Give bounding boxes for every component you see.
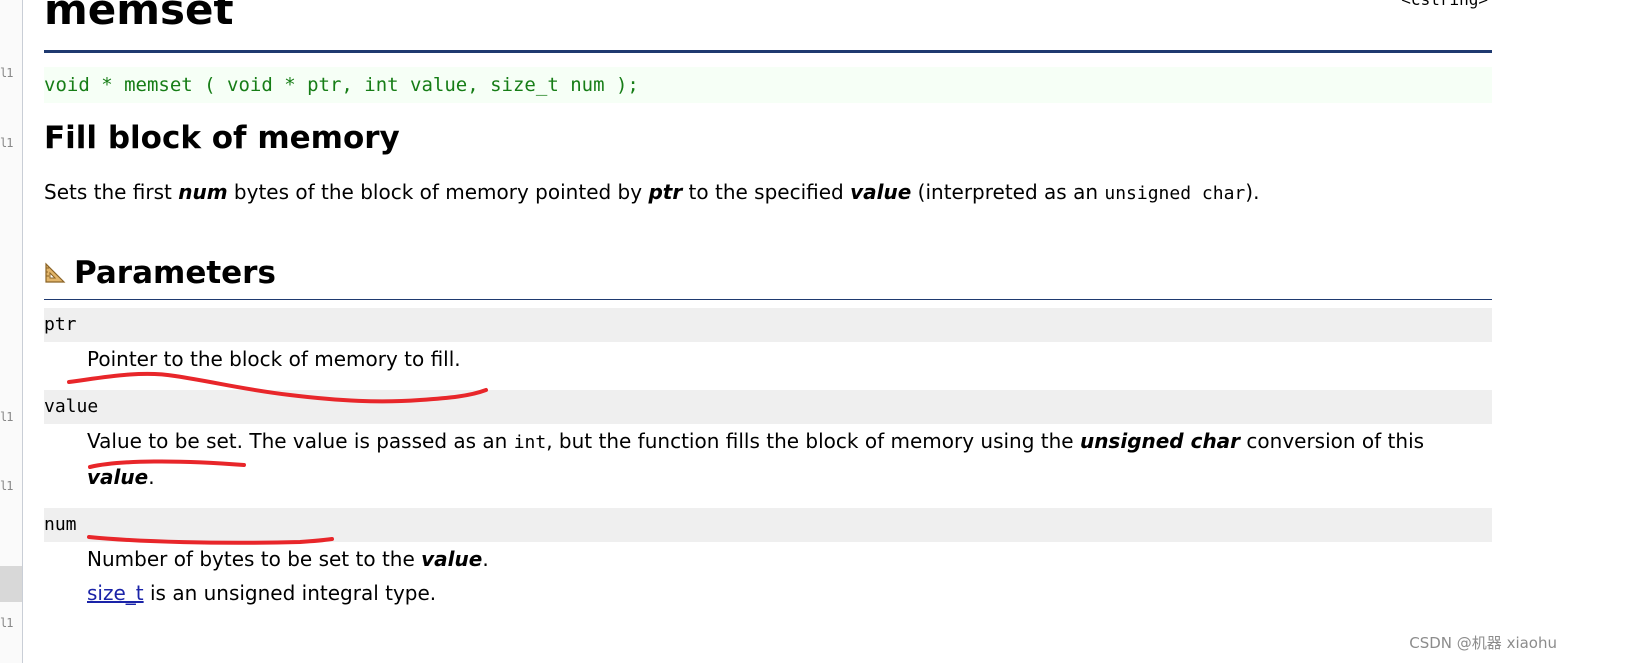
param-desc-code: int [513, 432, 547, 453]
param-desc-text: Number of bytes to be set to the [87, 547, 422, 571]
param-desc-text: conversion of this [1240, 429, 1425, 453]
header-library: <cstring> [1401, 0, 1488, 9]
parameters-heading: Parameters [74, 255, 276, 291]
param-desc-bold: value [421, 547, 483, 571]
desc-code: unsigned char [1104, 183, 1246, 204]
param-desc-num: Number of bytes to be set to the value. … [44, 542, 1492, 610]
param-desc-text: Value to be set. The value is passed as … [87, 429, 514, 453]
param-name-ptr: ptr [44, 308, 1492, 342]
size-t-link[interactable]: size_t [87, 581, 144, 605]
param-desc-text: , but the function fills the block of me… [546, 429, 1080, 453]
desc-text: (interpreted as an [911, 180, 1105, 204]
function-prototype: void * memset ( void * ptr, int value, s… [44, 67, 1492, 103]
function-description: Sets the first num bytes of the block of… [44, 179, 1492, 207]
desc-text: ). [1245, 180, 1260, 204]
param-desc-text: is an unsigned integral type. [143, 581, 437, 605]
param-name-value: value [44, 390, 1492, 424]
editor-gutter: l1 l1 l1 l1 l1 [0, 0, 23, 663]
desc-param-num: num [178, 180, 228, 204]
desc-param-value: value [850, 180, 912, 204]
desc-text: bytes of the block of memory pointed by [227, 180, 649, 204]
reference-article: memset <cstring> void * memset ( void * … [44, 0, 1492, 610]
param-desc-bold: value [87, 465, 149, 489]
desc-text: Sets the first [44, 180, 179, 204]
gutter-selection [0, 566, 22, 602]
param-desc-ptr: Pointer to the block of memory to fill. [44, 342, 1492, 376]
function-summary: Fill block of memory [44, 120, 400, 156]
parameters-section-header: Parameters [44, 253, 1492, 300]
param-desc-value: Value to be set. The value is passed as … [44, 424, 1492, 494]
desc-text: to the specified [682, 180, 851, 204]
param-name-num: num [44, 508, 1492, 542]
gutter-mark: l1 [0, 136, 13, 150]
page-header: memset <cstring> [44, 0, 1492, 53]
desc-param-ptr: ptr [648, 180, 683, 204]
param-desc-bold: unsigned char [1079, 429, 1241, 453]
gutter-mark: l1 [0, 616, 13, 630]
param-desc-text: . [148, 465, 155, 489]
watermark: CSDN @机器 xiaohu [1409, 634, 1557, 652]
param-desc-text: . [482, 547, 489, 571]
gutter-mark: l1 [0, 479, 13, 493]
set-square-icon [45, 262, 66, 283]
param-desc-text: Pointer to the block of memory to fill. [87, 347, 461, 371]
gutter-mark: l1 [0, 66, 13, 80]
gutter-mark: l1 [0, 410, 13, 424]
page-title: memset [44, 0, 234, 34]
